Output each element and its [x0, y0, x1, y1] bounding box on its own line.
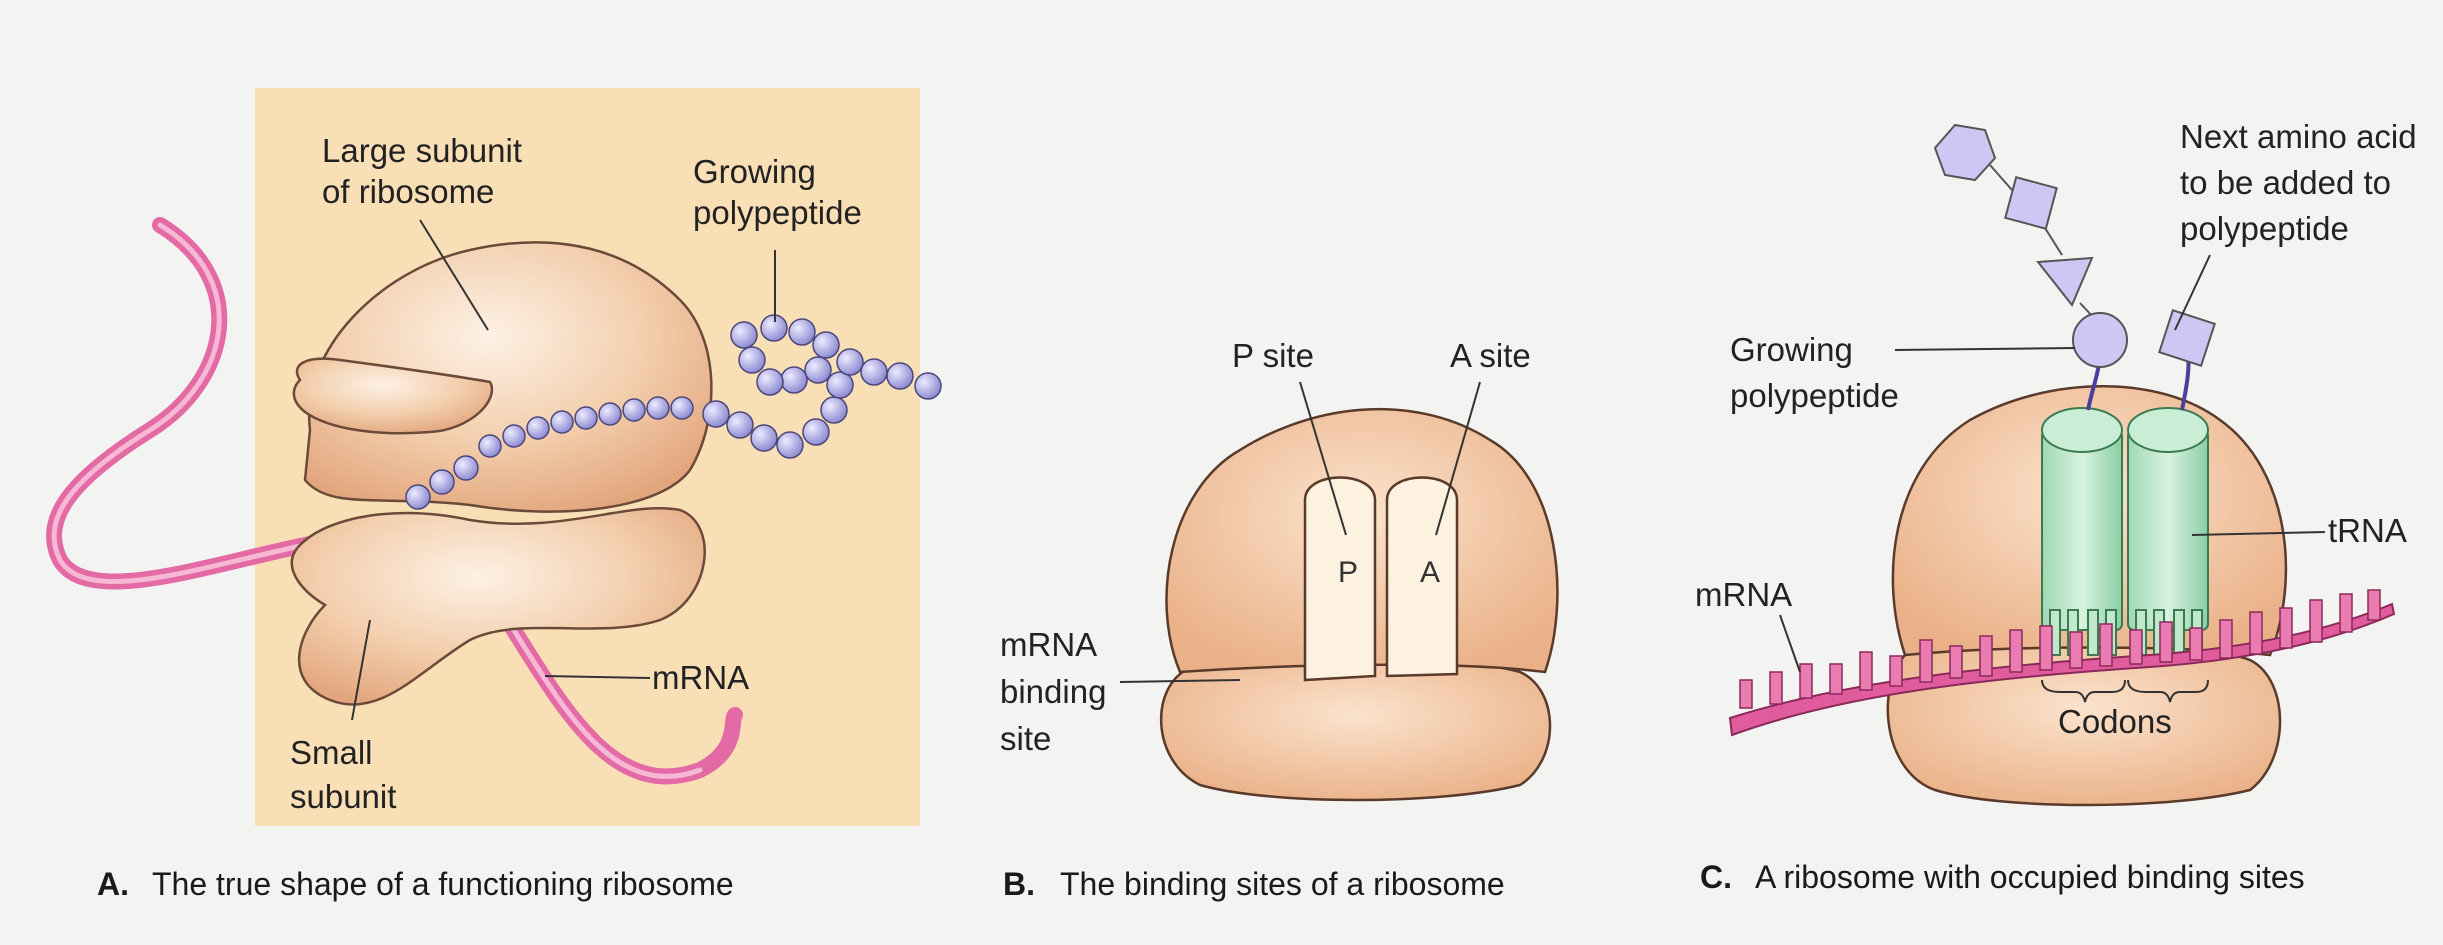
next-amino-acid-label-line3: polypeptide [2180, 210, 2349, 247]
p-site-groove [1303, 476, 1377, 682]
mrna-binding-label-line3: site [1000, 720, 1051, 757]
polypeptide-label-c-line2: polypeptide [1730, 377, 1899, 414]
caption-a: The true shape of a functioning ribosome [152, 866, 734, 902]
caption-b: The binding sites of a ribosome [1060, 866, 1505, 902]
large-subunit-a [303, 241, 713, 513]
caption-c-letter: C. [1700, 859, 1732, 895]
a-site-label: A site [1450, 337, 1531, 374]
polypeptide-label-a-line1: Growing [693, 153, 816, 190]
codons-label: Codons [2058, 703, 2172, 740]
mrna-strand-c [1728, 589, 2396, 737]
polypeptide-label-c-line1: Growing [1730, 331, 1853, 368]
mrna-label-c: mRNA [1695, 576, 1792, 613]
p-site-letter: P [1338, 556, 1358, 589]
next-amino-acid-label-line1: Next amino acid [2180, 118, 2417, 155]
mrna-binding-label-line1: mRNA [1000, 626, 1097, 663]
panel-c: Next amino acid to be added to polypepti… [1695, 118, 2417, 895]
panel-a: Large subunit of ribosome Growing polype… [46, 88, 942, 902]
caption-a-letter: A. [97, 866, 129, 902]
a-site-groove [1385, 476, 1459, 678]
caption-b-letter: B. [1003, 866, 1035, 902]
large-subunit-lobe-a [292, 357, 494, 435]
large-subunit-label-line2: of ribosome [322, 173, 494, 210]
trna-molecules [2041, 407, 2209, 656]
small-subunit-label-line1: Small [290, 734, 373, 771]
p-site-label: P site [1232, 337, 1314, 374]
next-amino-acid-label-line2: to be added to [2180, 164, 2391, 201]
small-subunit-label-line2: subunit [290, 778, 396, 815]
panel-b: P site A site P A mRNA binding site B. T… [1000, 337, 1559, 902]
large-subunit-label-line1: Large subunit [322, 132, 522, 169]
small-subunit-a [290, 506, 706, 706]
codon-braces [2041, 679, 2209, 703]
polypeptide-shapes-c [1933, 123, 2216, 368]
mrna-binding-label-line2: binding [1000, 673, 1106, 710]
polypeptide-label-a-line2: polypeptide [693, 194, 862, 231]
a-site-letter: A [1420, 556, 1440, 589]
mrna-label-a: mRNA [652, 659, 749, 696]
trna-label: tRNA [2328, 512, 2407, 549]
polypeptide-chain-a [405, 314, 942, 510]
caption-c: A ribosome with occupied binding sites [1755, 859, 2305, 895]
